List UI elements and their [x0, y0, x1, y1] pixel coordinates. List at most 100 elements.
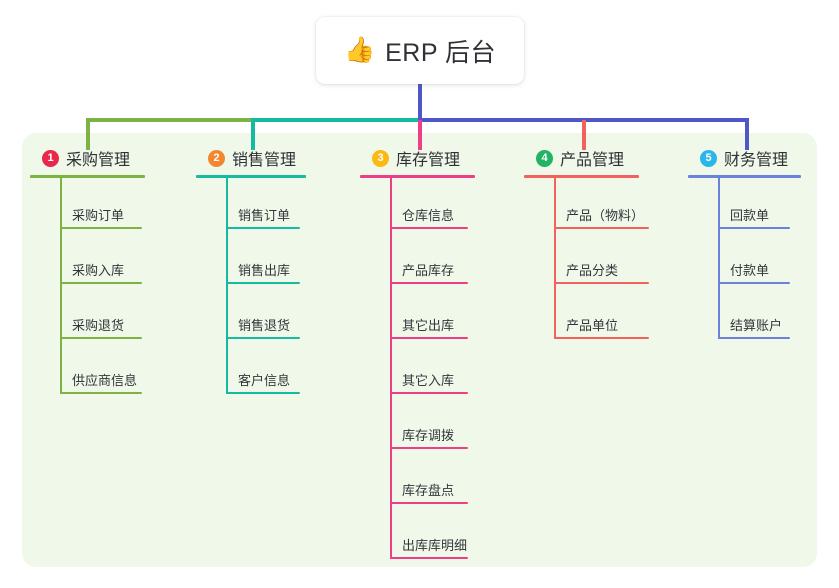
list-item-underline — [60, 337, 142, 339]
column-产品管理: 4 产品管理产品（物料） 产品分类产品单位 — [524, 146, 649, 343]
column-header-underline — [360, 175, 475, 178]
list-item-underline — [226, 227, 300, 229]
list-item[interactable]: 产品库存 — [360, 233, 475, 288]
root-node-content: 👍 ERP 后台 — [344, 33, 496, 69]
list-item[interactable]: 采购退货 — [30, 288, 145, 343]
list-item-label: 库存调拨 — [402, 428, 455, 443]
list-item-label: 产品库存 — [402, 263, 455, 278]
column-header-underline — [688, 175, 801, 178]
list-item-label: 其它出库 — [402, 318, 455, 333]
list-item[interactable]: 库存盘点 — [360, 453, 475, 508]
list-item-label: 产品分类 — [566, 263, 619, 278]
list-item[interactable]: 销售出库 — [196, 233, 306, 288]
list-item-underline — [718, 282, 790, 284]
list-item-underline — [60, 282, 142, 284]
column-title: 销售管理 — [232, 152, 297, 169]
list-item-underline — [390, 447, 468, 449]
column-库存管理: 3 库存管理仓库信息产品库存其它出库其它入库库存调拨库存盘点出库库明细 — [360, 146, 475, 563]
column-title: 采购管理 — [66, 152, 131, 169]
list-item[interactable]: 产品单位 — [524, 288, 649, 343]
list-item-underline — [390, 282, 468, 284]
list-item-label: 销售出库 — [238, 263, 291, 278]
list-item-label: 销售退货 — [238, 318, 291, 333]
number-badge-icon: 2 — [208, 149, 225, 167]
list-item[interactable]: 采购入库 — [30, 233, 145, 288]
list-item-underline — [390, 337, 468, 339]
column-spine — [718, 178, 720, 339]
column-销售管理: 2 销售管理销售订单销售出库销售退货客户信息 — [196, 146, 306, 398]
column-header-2[interactable]: 2 销售管理 — [196, 146, 306, 170]
column-采购管理: 1 采购管理采购订单采购入库采购退货供应商信息 — [30, 146, 145, 398]
list-item-underline — [718, 337, 790, 339]
list-item-label: 供应商信息 — [72, 373, 138, 388]
number-badge-icon: 4 — [536, 149, 553, 167]
list-item-underline — [390, 392, 468, 394]
list-item-label: 结算账户 — [730, 318, 783, 333]
list-item-label: 付款单 — [730, 263, 770, 278]
list-item-underline — [60, 392, 142, 394]
column-spine — [60, 178, 62, 394]
list-item[interactable]: 客户信息 — [196, 343, 306, 398]
number-badge-icon: 3 — [372, 149, 389, 167]
list-item-label: 出库库明细 — [402, 538, 468, 553]
list-item-label: 销售订单 — [238, 208, 291, 223]
number-badge-icon: 5 — [700, 149, 717, 167]
list-item-underline — [390, 557, 468, 559]
list-item[interactable]: 回款单 — [688, 178, 801, 233]
list-item-label: 采购订单 — [72, 208, 125, 223]
column-header-3[interactable]: 3 库存管理 — [360, 146, 475, 170]
number-badge-icon: 1 — [42, 149, 59, 167]
list-item-underline — [554, 227, 649, 229]
list-item-underline — [226, 392, 300, 394]
list-item-underline — [554, 337, 649, 339]
list-item-label: 采购入库 — [72, 263, 125, 278]
list-item[interactable]: 其它入库 — [360, 343, 475, 398]
page-title: ERP 后台 — [385, 38, 497, 67]
column-spine — [554, 178, 556, 339]
column-spine — [390, 178, 392, 559]
list-item-underline — [226, 282, 300, 284]
list-item-label: 客户信息 — [238, 373, 291, 388]
list-item[interactable]: 出库库明细 — [360, 508, 475, 563]
list-item[interactable]: 仓库信息 — [360, 178, 475, 233]
column-header-1[interactable]: 1 采购管理 — [30, 146, 145, 170]
list-item-label: 仓库信息 — [402, 208, 455, 223]
list-item[interactable]: 结算账户 — [688, 288, 801, 343]
column-title: 财务管理 — [724, 152, 789, 169]
list-item[interactable]: 采购订单 — [30, 178, 145, 233]
list-item-label: 采购退货 — [72, 318, 125, 333]
column-header-underline — [196, 175, 306, 178]
column-title: 库存管理 — [396, 152, 461, 169]
list-item-label: 库存盘点 — [402, 483, 455, 498]
column-header-underline — [524, 175, 639, 178]
list-item-label: 其它入库 — [402, 373, 455, 388]
list-item-label: 产品（物料） — [566, 208, 645, 223]
list-item-underline — [718, 227, 790, 229]
column-header-5[interactable]: 5 财务管理 — [688, 146, 801, 170]
column-item-list: 采购订单采购入库采购退货供应商信息 — [30, 178, 145, 398]
column-item-list: 回款单付款单结算账户 — [688, 178, 801, 343]
column-header-4[interactable]: 4 产品管理 — [524, 146, 639, 170]
list-item[interactable]: 其它出库 — [360, 288, 475, 343]
list-item[interactable]: 库存调拨 — [360, 398, 475, 453]
column-header-underline — [30, 175, 145, 178]
list-item[interactable]: 销售订单 — [196, 178, 306, 233]
column-item-list: 销售订单销售出库销售退货客户信息 — [196, 178, 306, 398]
list-item[interactable]: 销售退货 — [196, 288, 306, 343]
column-item-list: 产品（物料） 产品分类产品单位 — [524, 178, 649, 343]
root-node-card[interactable]: 👍 ERP 后台 — [316, 17, 524, 84]
diagram-background-panel — [22, 133, 817, 567]
list-item-label: 产品单位 — [566, 318, 619, 333]
list-item-label: 回款单 — [730, 208, 770, 223]
column-财务管理: 5 财务管理回款单付款单结算账户 — [688, 146, 801, 343]
list-item[interactable]: 付款单 — [688, 233, 801, 288]
column-title: 产品管理 — [560, 152, 625, 169]
column-item-list: 仓库信息产品库存其它出库其它入库库存调拨库存盘点出库库明细 — [360, 178, 475, 563]
list-item[interactable]: 供应商信息 — [30, 343, 145, 398]
thumbs-up-icon: 👍 — [343, 36, 376, 64]
list-item-underline — [554, 282, 649, 284]
list-item[interactable]: 产品（物料） — [524, 178, 649, 233]
list-item-underline — [60, 227, 142, 229]
list-item[interactable]: 产品分类 — [524, 233, 649, 288]
